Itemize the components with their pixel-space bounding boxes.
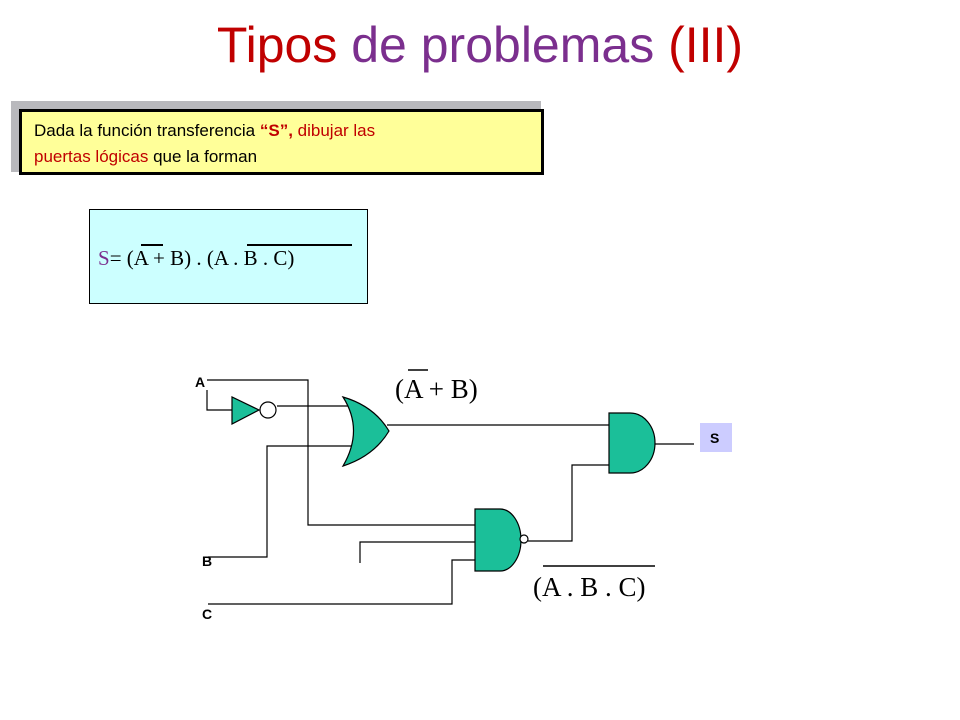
input-label-c: C [202,606,212,622]
nand-gate-bubble [519,534,529,544]
or-gate [341,395,390,468]
title-word-iii: (III) [668,17,744,73]
function-box: S= (A + B) . (A . B . C) [89,209,368,304]
not-gate-bubble [259,401,277,419]
page-title: Tipos de problemas (III) [0,14,960,76]
and-gate [608,412,656,474]
function-rhs: = (A + B) . (A . B . C) [109,246,295,270]
wire-a-to-inverter [206,390,232,411]
task-text-3: puertas lógicas [34,147,149,166]
and-gate-body [608,412,656,474]
function-expression: S= (A + B) . (A . B . C) [98,246,294,271]
output-label-bg [700,423,732,452]
overbar-a [141,244,163,246]
nand-expression: (A . B . C) [533,572,646,602]
task-text-2: dibujar las [292,121,376,140]
or-gate-body [341,395,390,468]
function-lhs: S [98,246,110,270]
output-label-s: S [710,430,719,446]
input-label-a: A [195,374,205,390]
wire-a-to-nand [207,379,475,526]
wires [206,379,694,605]
task-statement-box: Dada la función transferencia “S”, dibuj… [19,109,544,175]
nand-gate-body [474,508,522,572]
input-label-b: B [202,553,212,569]
not-gate [231,396,277,425]
wire-c-to-nand [208,559,475,605]
or-expression: (A + B) [395,374,478,404]
nand-gate [474,508,529,572]
not-gate-body [231,396,261,425]
title-word-tipos: Tipos [216,17,338,73]
overbar-abc [247,244,352,246]
wire-nand-to-and [528,464,609,542]
title-words-de-problemas: de problemas [351,17,655,73]
task-text-4: que la forman [148,147,258,166]
labels: A B C S (A + B) (A . B . C) [195,369,732,622]
wire-b-to-or [208,445,352,558]
task-text-quoted-s: “S”, [259,121,293,140]
wire-b-to-nand [359,541,475,563]
task-text-1: Dada la función transferencia [34,121,260,140]
